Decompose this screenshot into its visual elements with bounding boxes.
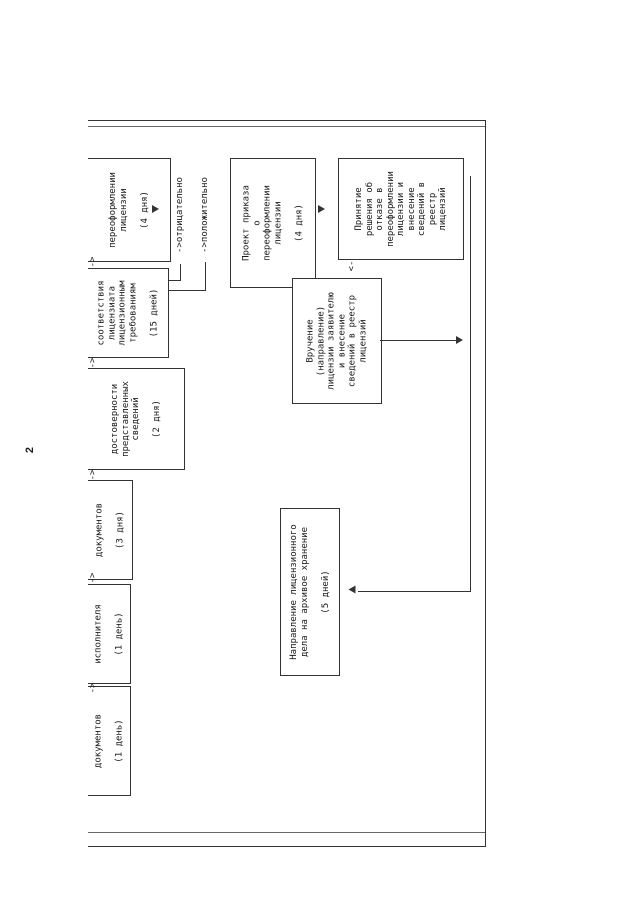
frame-top-border <box>88 120 485 121</box>
branch-negative-stem <box>180 264 181 281</box>
arrow-refusal-to-delivery: <- <box>347 260 357 272</box>
connector-to-archive <box>358 591 471 592</box>
step-documents-review: документов (3 дня) <box>88 480 133 580</box>
branch-positive-line <box>168 290 206 291</box>
flow-arrow-2: -> <box>88 572 98 584</box>
page-number: 2 <box>24 446 36 454</box>
branch-negative-label: ->отрицательно <box>175 177 185 253</box>
flow-arrow-1: -> <box>88 682 98 694</box>
step-assign-executor: исполнителя (1 день) <box>88 584 131 684</box>
frame-inner-bottom-border <box>88 832 485 833</box>
frame-inner-top-border <box>88 126 485 127</box>
branch-negative-line <box>168 280 180 281</box>
arrowhead-to-refusal <box>318 205 325 213</box>
step-documents-intake: документов (1 день) <box>88 686 131 796</box>
arrowhead-to-reissue-decision <box>152 205 159 213</box>
step-documents-review-label: документов (3 дня) <box>94 502 126 558</box>
flow-arrow-3: -> <box>88 469 98 481</box>
step-documents-intake-label: документов (1 день) <box>93 713 125 769</box>
arrowhead-to-archive <box>348 585 356 594</box>
delivery-to-right-line <box>380 340 456 341</box>
flow-arrow-5: -> <box>88 256 98 268</box>
frame-bottom-border <box>88 846 485 847</box>
branch-positive-stem <box>205 262 206 291</box>
arrowhead-delivery-right <box>456 336 463 344</box>
frame-right-border <box>485 120 486 847</box>
flow-arrow-4: -> <box>88 357 98 369</box>
step-assign-executor-label: исполнителя (1 день) <box>93 604 125 664</box>
branch-positive-label: ->положительно <box>200 177 210 253</box>
right-vertical-connector <box>470 176 471 592</box>
